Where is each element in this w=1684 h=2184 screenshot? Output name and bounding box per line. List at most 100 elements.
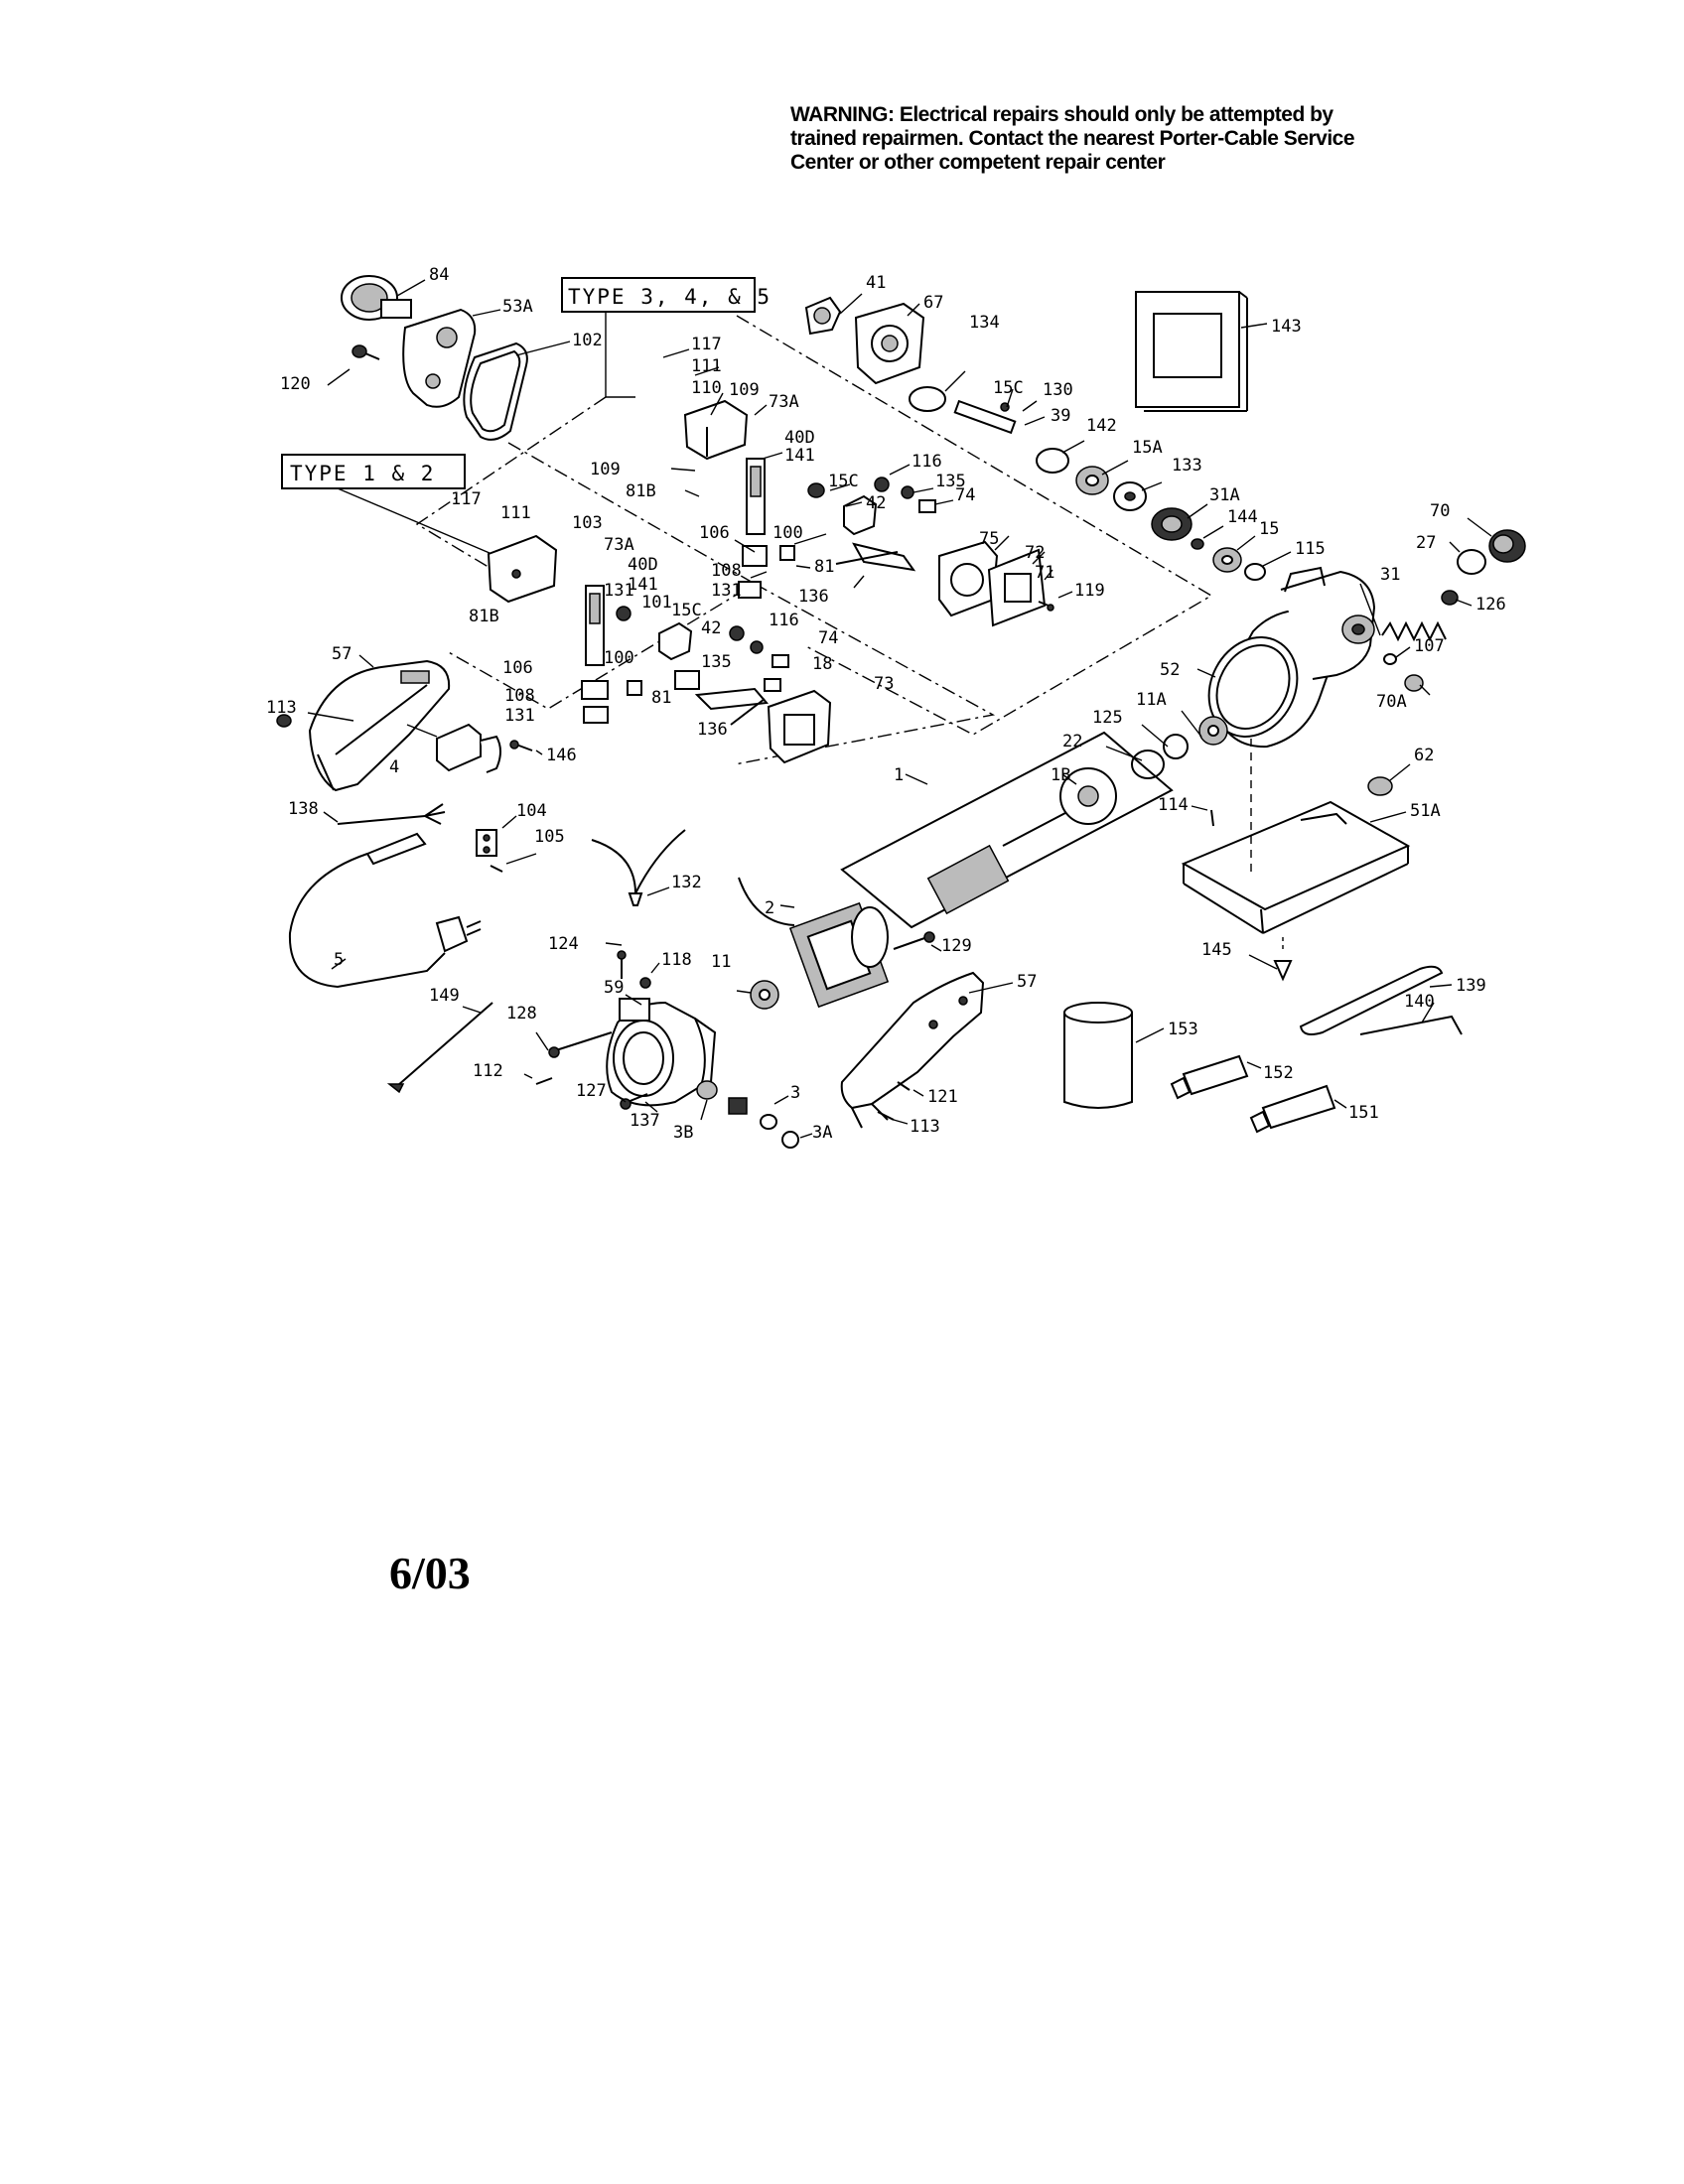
spring-31 [1381, 620, 1447, 642]
field-2 [738, 877, 890, 1009]
label-81b-upper: 81B [626, 481, 656, 501]
screw-119 [1038, 601, 1054, 612]
label-116-upper: 116 [912, 452, 942, 472]
brush-40d-upper [746, 458, 766, 535]
brush-holder-73a-upper [683, 399, 749, 461]
brush-holder-73a-lower [487, 534, 558, 604]
cord-5 [288, 832, 482, 989]
label-3b: 3B [673, 1123, 693, 1143]
label-107: 107 [1414, 636, 1445, 656]
label-81b-lower: 81B [469, 607, 499, 626]
label-100-lower: 100 [604, 648, 634, 668]
label-11: 11 [711, 952, 731, 972]
label-137: 137 [630, 1111, 660, 1131]
leads-132 [591, 829, 686, 906]
label-136-upper: 136 [798, 587, 829, 607]
label-15c-spindle: 15C [993, 378, 1024, 398]
label-100-upper: 100 [772, 523, 803, 543]
label-141-upper: 141 [784, 446, 815, 466]
label-1: 1 [894, 765, 904, 785]
label-110: 110 [691, 378, 722, 398]
label-62: 62 [1414, 746, 1434, 765]
bearing-retainer-41 [804, 296, 842, 336]
label-15a: 15A [1132, 438, 1163, 458]
label-133: 133 [1172, 456, 1202, 476]
screw-129 [893, 931, 935, 950]
knob-70 [1488, 529, 1526, 563]
label-57-right: 57 [1017, 972, 1037, 992]
label-116-lower: 116 [769, 611, 799, 630]
label-142: 142 [1086, 416, 1117, 436]
label-1b: 1B [1051, 765, 1070, 785]
label-152: 152 [1263, 1063, 1294, 1083]
label-22: 22 [1062, 732, 1082, 751]
type-outline-segment [415, 396, 607, 597]
label-118: 118 [661, 950, 692, 970]
label-125: 125 [1092, 708, 1123, 728]
label-31: 31 [1380, 565, 1400, 585]
screws-121-113 [877, 1081, 911, 1121]
label-40d-upper: 40D [784, 428, 815, 448]
armature-1 [840, 731, 1174, 929]
label-40d-lower: 40D [628, 555, 658, 575]
label-131-lower: 131 [504, 706, 535, 726]
bearing-11a [1198, 716, 1228, 746]
screw-145 [1273, 937, 1293, 982]
screw-70a [1404, 674, 1424, 692]
base-plate-51a [1181, 739, 1411, 934]
label-132: 132 [671, 873, 702, 892]
label-138: 138 [288, 799, 319, 819]
ring-125 [1163, 734, 1189, 759]
cable-tie-149 [386, 1002, 493, 1094]
brush-cap-upper-parts [738, 477, 936, 599]
label-101: 101 [641, 593, 672, 613]
part-labels: 84 53A 102 120 117 111 110 109 73A 109 4… [266, 265, 1506, 1143]
label-53a: 53A [502, 297, 533, 317]
label-52: 52 [1160, 660, 1180, 680]
gasket-102 [463, 341, 528, 441]
label-11a: 11A [1136, 690, 1167, 710]
label-144: 144 [1227, 507, 1258, 527]
label-18: 18 [812, 654, 832, 674]
label-15c-lower: 15C [671, 601, 702, 620]
label-67: 67 [923, 293, 943, 313]
label-15c-upper: 15C [828, 472, 859, 491]
nut-126 [1441, 590, 1459, 606]
label-141-lower: 141 [628, 575, 658, 595]
screw-120 [351, 344, 380, 360]
label-73a-upper: 73A [769, 392, 799, 412]
brush-cap-3-3a [728, 1097, 799, 1149]
type-1-2-outline-lower [734, 583, 996, 765]
label-129: 129 [941, 936, 972, 956]
manual-143 [1135, 291, 1248, 412]
type-1-2-outline [446, 442, 757, 710]
label-151: 151 [1348, 1103, 1379, 1123]
handle-57-left [308, 659, 451, 792]
type-1-2-label: TYPE 1 & 2 [290, 462, 435, 485]
switch-4 [436, 723, 501, 773]
label-27: 27 [1416, 533, 1436, 553]
label-2: 2 [765, 898, 774, 918]
type-1-2-box: TYPE 1 & 2 [281, 454, 497, 557]
label-145: 145 [1201, 940, 1232, 960]
label-111-lower: 111 [500, 503, 531, 523]
label-4: 4 [389, 757, 399, 777]
label-70: 70 [1430, 501, 1450, 521]
label-111-upper: 111 [691, 356, 722, 376]
motor-housing-59 [606, 998, 717, 1107]
label-70a: 70A [1376, 692, 1407, 712]
label-131-lower-top: 131 [604, 581, 634, 601]
label-113-right: 113 [910, 1117, 940, 1137]
label-119: 119 [1074, 581, 1105, 601]
screw-112 [535, 1077, 553, 1085]
screws-127-137 [620, 1093, 648, 1110]
brush-holder-73-lower [767, 689, 832, 764]
label-131-upper: 131 [711, 581, 742, 601]
label-3a: 3A [812, 1123, 832, 1143]
label-146: 146 [546, 746, 577, 765]
clamp-104-105 [476, 829, 503, 873]
brush-40d-lower [585, 585, 605, 666]
label-39: 39 [1051, 406, 1070, 426]
